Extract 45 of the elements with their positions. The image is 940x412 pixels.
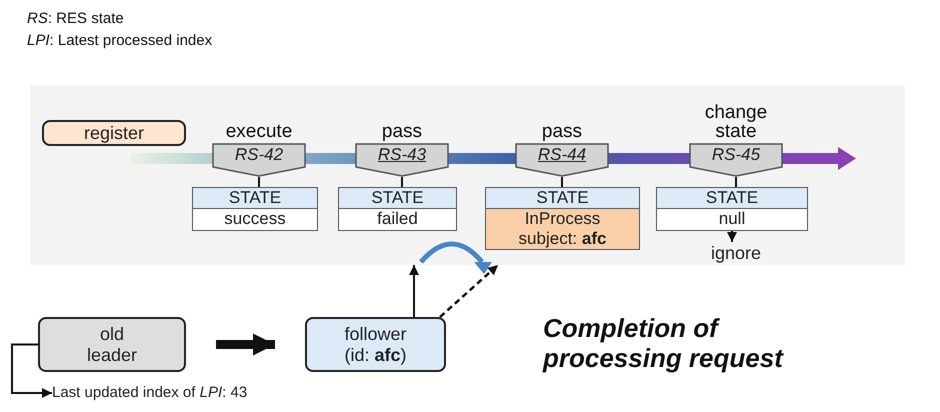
- block-arrow: [216, 334, 275, 356]
- rounded-box: [305, 317, 446, 372]
- arrow: [727, 231, 737, 242]
- connector-line: [561, 177, 563, 187]
- box-label: follower (id: afc): [343, 324, 408, 366]
- panel-background: [30, 85, 905, 265]
- step-label: pass: [382, 122, 422, 141]
- abbreviation-note: RS: RES state: [27, 9, 124, 29]
- state-table: [485, 187, 640, 250]
- step-label: change state: [704, 103, 768, 141]
- table-header: STATE: [486, 188, 639, 209]
- slide-heading: Completion of processing request: [543, 313, 785, 373]
- state-value: InProcess subject: afc: [486, 209, 639, 249]
- connector-line: [735, 177, 737, 187]
- rounded-box: [38, 317, 186, 372]
- state-table: [192, 187, 318, 231]
- box-label: register: [82, 122, 146, 144]
- tag-label: RS-42: [234, 145, 284, 165]
- step-label: execute: [226, 122, 292, 141]
- connector-line: [258, 177, 260, 187]
- index-tag: [689, 143, 783, 177]
- index-tag: [515, 143, 609, 177]
- arrow: [409, 265, 419, 317]
- state-value: null: [718, 209, 746, 230]
- text-note: Last updated index of LPI: 43: [52, 383, 312, 403]
- state-table: [656, 187, 808, 231]
- index-tag: [355, 143, 449, 177]
- table-header: STATE: [339, 188, 456, 209]
- text-note: ignore: [700, 242, 772, 264]
- state-value: failed: [376, 209, 419, 230]
- table-header: STATE: [657, 188, 807, 209]
- arrow: [11, 344, 52, 398]
- tag-label: RS-43: [376, 145, 428, 165]
- step-label: pass: [542, 122, 582, 141]
- rounded-box: [42, 120, 186, 146]
- table-header: STATE: [193, 188, 317, 209]
- dashed-arrow: [439, 264, 499, 318]
- state-table: [338, 187, 457, 231]
- tag-label: RS-44: [536, 145, 588, 165]
- index-tag: [212, 143, 306, 177]
- connector-line: [401, 177, 403, 187]
- tag-label: RS-45: [710, 145, 762, 165]
- abbreviation-note: LPI: Latest processed index: [27, 31, 212, 51]
- state-value: success: [223, 209, 287, 230]
- box-label: old leader: [86, 324, 138, 366]
